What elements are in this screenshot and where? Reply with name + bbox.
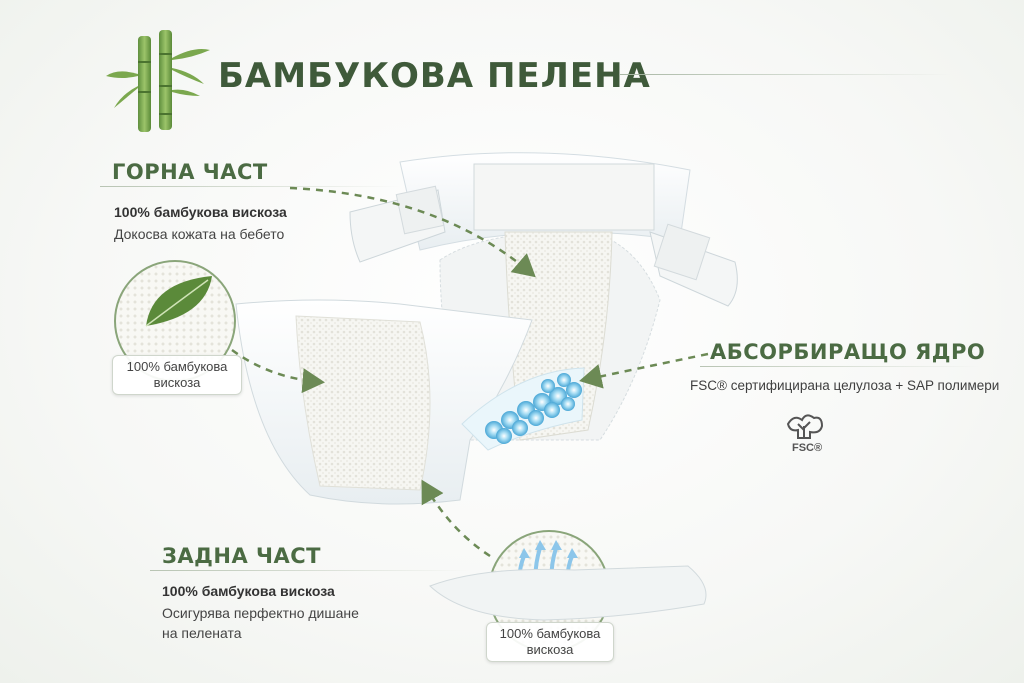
- back-section-rule: [150, 570, 470, 571]
- core-section-description: FSC® сертифицирана целулоза + SAP полиме…: [690, 378, 1000, 393]
- core-section-rule: [700, 366, 980, 367]
- fsc-logo-text: FSC®: [792, 442, 823, 454]
- top-arrow: [289, 186, 536, 278]
- top-badge-arrow: [231, 348, 325, 394]
- leaf-icon: [145, 276, 212, 327]
- diaper-illustration: [235, 152, 738, 505]
- back-badge: 100% бамбукова вискоза: [486, 622, 614, 662]
- core-section-title: АБСОРБИРАЩО ЯДРО: [710, 340, 986, 364]
- top-section-description: Докосва кожата на бебето: [114, 226, 285, 242]
- bamboo-icon: [106, 30, 210, 132]
- back-section-material: 100% бамбукова вискоза: [162, 583, 335, 599]
- back-section-description-2: на пелената: [162, 625, 242, 641]
- back-badge-line2: вискоза: [526, 642, 574, 657]
- title-divider: [620, 74, 950, 75]
- top-section-material: 100% бамбукова вискоза: [114, 204, 287, 220]
- top-badge-line1: 100% бамбукова: [126, 359, 228, 374]
- fsc-tree-icon: [786, 414, 824, 439]
- page-title: БАМБУКОВА ПЕЛЕНА: [218, 56, 651, 96]
- top-section-rule: [100, 186, 400, 187]
- top-badge-line2: вискоза: [153, 375, 201, 390]
- core-arrow: [579, 352, 709, 389]
- back-section-description-1: Осигурява перфектно дишане: [162, 605, 359, 621]
- back-badge-line1: 100% бамбукова: [499, 626, 601, 641]
- back-sheet-sample: [429, 565, 707, 621]
- back-section-title: ЗАДНА ЧАСТ: [162, 544, 321, 568]
- top-section-title: ГОРНА ЧАСТ: [112, 160, 268, 184]
- fsc-logo: FSC®: [768, 408, 846, 458]
- top-badge: 100% бамбукова вискоза: [112, 355, 242, 395]
- back-arrow: [421, 479, 491, 558]
